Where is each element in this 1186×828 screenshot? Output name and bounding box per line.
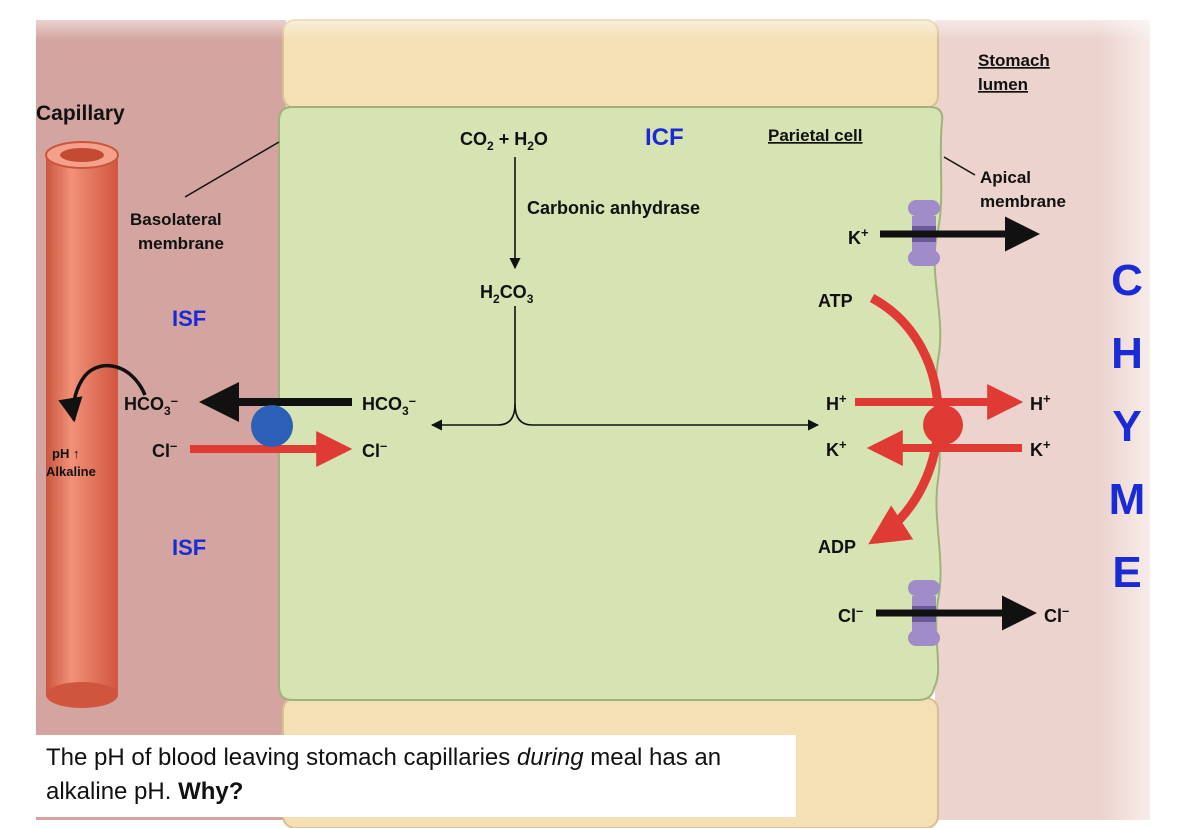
basolateral-label-2: membrane xyxy=(138,234,224,253)
caption-part1: The pH of blood leaving stomach capillar… xyxy=(46,744,517,771)
k-lumen-label: K+ xyxy=(1030,437,1051,460)
chyme-letter-h: H xyxy=(1111,329,1143,378)
k-channel xyxy=(908,200,940,266)
parietal-cell-label: Parietal cell xyxy=(768,126,863,145)
dissociation-brace-right xyxy=(514,403,820,431)
caption-part2: meal has an alkaline pH. xyxy=(46,744,722,805)
parietal-cell-body xyxy=(278,106,944,701)
cl-icf-label: Cl– xyxy=(362,438,387,461)
isf-label-bottom: ISF xyxy=(172,535,206,560)
caption-question: Why? xyxy=(178,778,244,805)
cl-channel xyxy=(908,580,940,646)
co2-h2o-formula: CO2 + H2O xyxy=(460,129,548,153)
apical-label-2: membrane xyxy=(980,192,1066,211)
carbonic-anhydrase-label: Carbonic anhydrase xyxy=(527,198,700,218)
top-fade xyxy=(30,0,1186,40)
apical-label-1: Apical xyxy=(980,168,1031,187)
atp-label: ATP xyxy=(818,291,853,311)
ph-up-label: pH ↑ xyxy=(52,446,79,461)
icf-label: ICF xyxy=(645,124,684,151)
hco3-icf-label: HCO3– xyxy=(362,393,416,418)
chyme-letter-y: Y xyxy=(1112,402,1141,451)
apical-pointer xyxy=(943,156,976,176)
chyme-letter-c: C xyxy=(1111,256,1143,305)
hco3-isf-label: HCO3– xyxy=(124,393,178,418)
chyme-letter-m: M xyxy=(1109,475,1146,524)
h-k-atpase-pump xyxy=(923,405,963,445)
capillary-vessel xyxy=(45,141,119,708)
right-fade xyxy=(1100,0,1186,828)
stomach-lumen-label-2: lumen xyxy=(978,75,1028,94)
basolateral-pointer xyxy=(184,141,280,198)
capillary-label: Capillary xyxy=(36,102,125,125)
cl-isf-label: Cl– xyxy=(152,438,177,461)
k-icf-label: K+ xyxy=(826,437,847,460)
hco3-cl-exchanger xyxy=(251,405,293,447)
question-caption: The pH of blood leaving stomach capillar… xyxy=(36,735,796,817)
alkaline-label: Alkaline xyxy=(46,464,96,479)
caption-italic: during xyxy=(516,744,584,771)
chyme-letter-e: E xyxy=(1112,548,1141,597)
h-icf-label: H+ xyxy=(826,391,847,414)
h-lumen-label: H+ xyxy=(1030,391,1051,414)
stomach-lumen-label-1: Stomach xyxy=(978,51,1050,70)
cl-channel-icf-label: Cl– xyxy=(838,603,863,626)
ph-curved-arrow xyxy=(58,363,147,423)
h2co3-formula: H2CO3 xyxy=(480,282,534,306)
isf-label-top: ISF xyxy=(172,306,206,331)
basolateral-label-1: Basolateral xyxy=(130,210,222,229)
adp-label: ADP xyxy=(818,537,856,557)
cl-channel-lumen-label: Cl– xyxy=(1044,603,1069,626)
k-channel-label: K+ xyxy=(848,225,869,248)
